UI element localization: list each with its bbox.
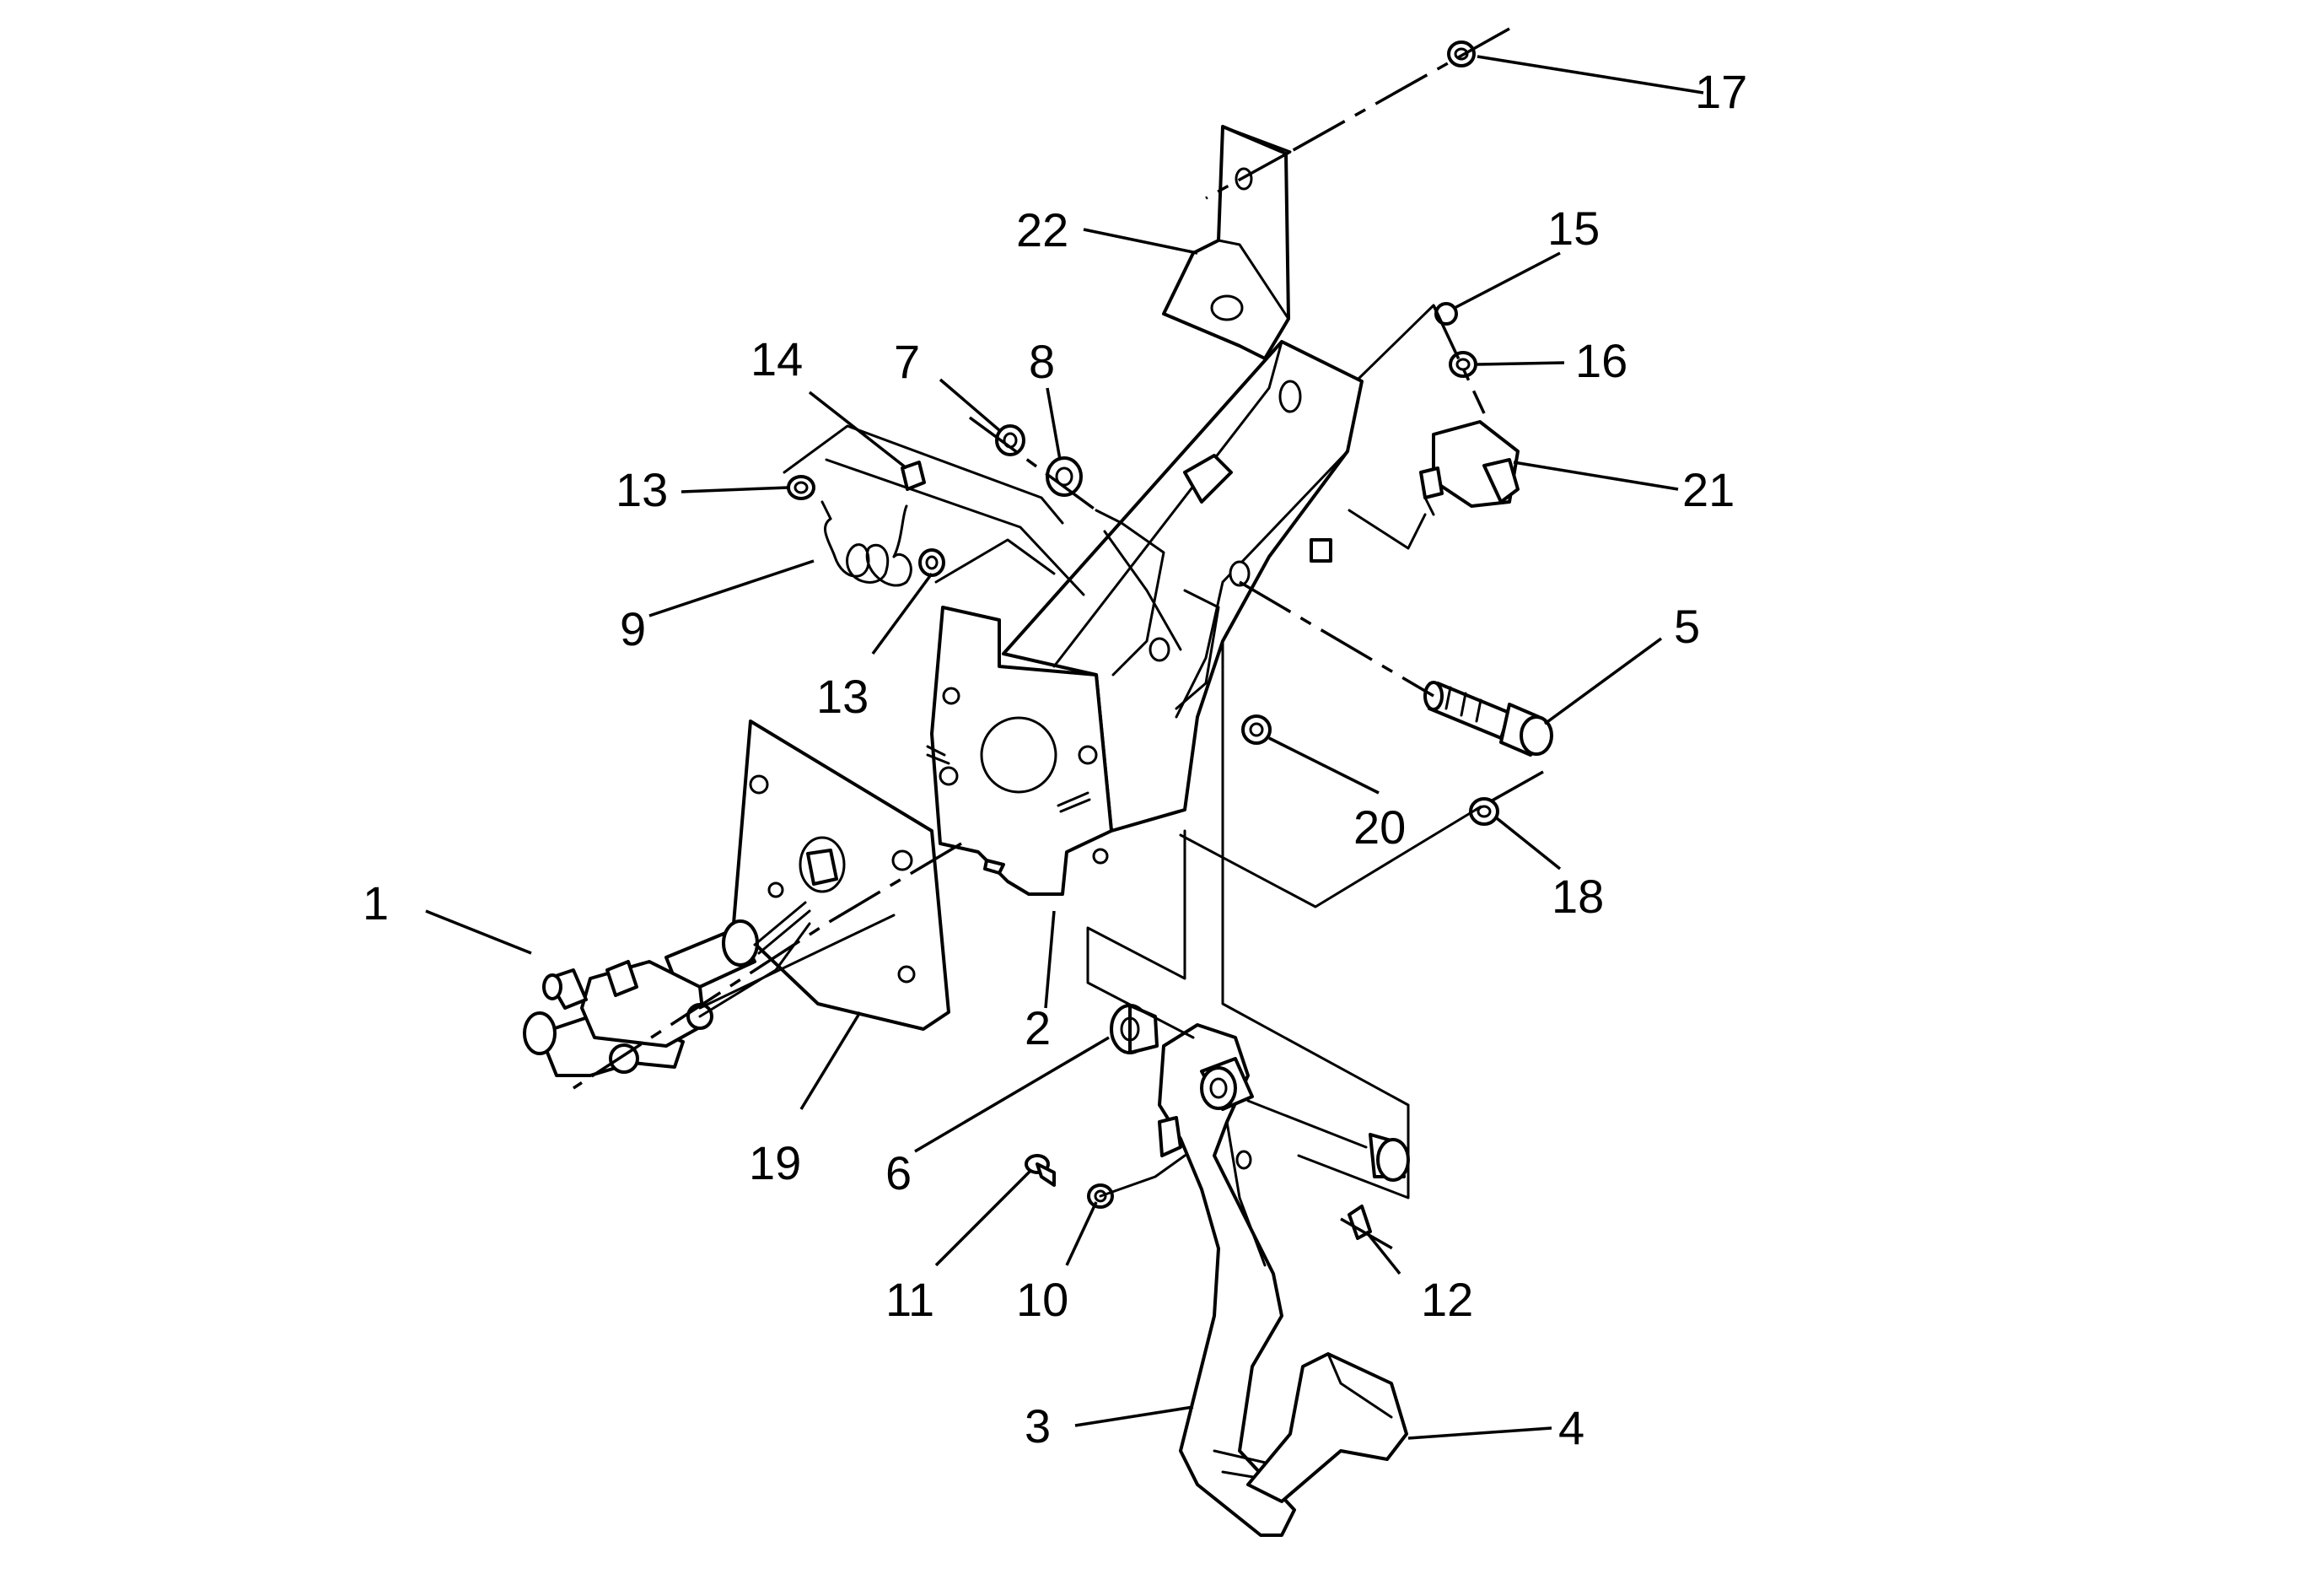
callout-15: 15 — [1547, 202, 1600, 255]
callout-8: 8 — [1029, 335, 1055, 388]
callout-4: 4 — [1558, 1401, 1584, 1454]
part-1-master-cylinder — [523, 901, 896, 1077]
callout-2: 2 — [1025, 1001, 1051, 1054]
callout-5: 5 — [1674, 600, 1700, 653]
callout-3: 3 — [1025, 1399, 1051, 1453]
part-4-pedal-pad — [1246, 1352, 1408, 1503]
callout-7: 7 — [894, 335, 920, 388]
callout-16: 16 — [1575, 334, 1627, 387]
part-5-pivot-bolt — [1423, 681, 1553, 757]
callout-21: 21 — [1682, 463, 1735, 516]
leader-lines — [425, 55, 1704, 1440]
part-2-lower-bracket — [926, 606, 1113, 896]
callout-20: 20 — [1353, 800, 1406, 854]
callout-14: 14 — [750, 332, 803, 385]
callout-22: 22 — [1016, 203, 1068, 256]
part-20-nut — [1241, 714, 1272, 745]
callout-13-left: 13 — [616, 463, 668, 516]
callout-19: 19 — [749, 1136, 801, 1189]
callout-labels: 1 2 3 4 5 6 7 8 9 10 11 12 13 13 14 15 1… — [363, 65, 1747, 1454]
callout-12: 12 — [1421, 1273, 1473, 1326]
part-13-bushing-right — [918, 548, 945, 577]
part-21-switch — [1419, 420, 1520, 516]
part-11-bolt — [1025, 1154, 1056, 1187]
callout-11: 11 — [885, 1273, 934, 1326]
callout-13-right: 13 — [816, 670, 869, 723]
callout-10: 10 — [1016, 1273, 1068, 1326]
part-17-nut — [1447, 40, 1476, 67]
part-13-bushing-left — [787, 475, 815, 500]
part-9-spring — [820, 500, 912, 587]
callout-1: 1 — [363, 876, 389, 930]
part-12-clip — [1348, 1205, 1372, 1240]
part-19-mounting-plate — [732, 720, 950, 1031]
part-6-bushing — [1110, 1004, 1159, 1054]
callout-9: 9 — [620, 602, 646, 655]
callout-6: 6 — [885, 1146, 912, 1199]
part-8-washer — [1046, 456, 1083, 497]
alignment-lines — [573, 27, 1544, 1254]
callout-18: 18 — [1552, 870, 1604, 923]
part-22-brace — [1162, 125, 1290, 360]
part-14-spring-bushing — [901, 461, 926, 491]
callout-17: 17 — [1695, 65, 1747, 118]
part-16-nut — [1449, 351, 1477, 378]
